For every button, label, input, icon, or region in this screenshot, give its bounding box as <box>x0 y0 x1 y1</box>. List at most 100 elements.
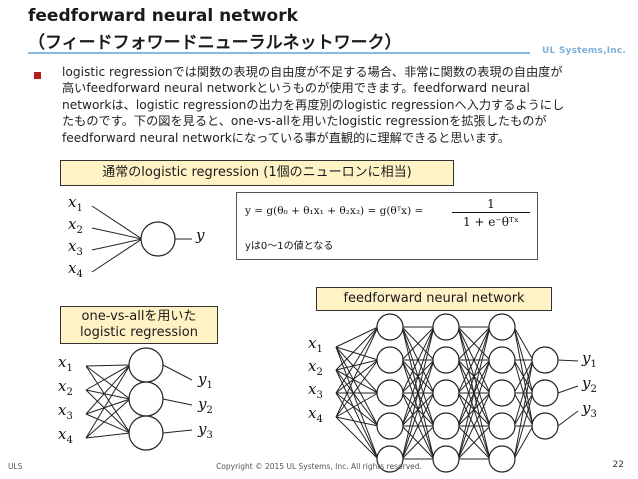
ff-input-line <box>335 369 379 427</box>
ova-input-line <box>85 432 131 439</box>
ff-hidden-neuron <box>432 346 460 374</box>
ff-hidden-neuron <box>488 445 516 473</box>
ff-hidden-neuron <box>376 412 404 440</box>
x1-label-ova: x1 <box>58 353 73 374</box>
ff-hidden-neuron <box>432 379 460 407</box>
x1-label-single: x1 <box>68 193 83 214</box>
single-input-line <box>91 205 143 240</box>
ff-hidden-neuron <box>432 412 460 440</box>
ova-input-line <box>85 364 131 439</box>
ff-input-line <box>335 369 379 394</box>
ff-output-line <box>557 385 579 394</box>
paragraph-line: networkは、logistic regressionの出力を再度別のlogi… <box>62 97 565 112</box>
ova-neuron <box>128 347 164 383</box>
paragraph-line: たものです。下の図を見ると、one-vs-allを用いたlogistic reg… <box>62 114 547 129</box>
slide-subtitle: （フィードフォワードニューラルネットワーク） <box>28 33 402 53</box>
ff-input-line <box>335 369 379 460</box>
ova-input-line <box>85 389 131 434</box>
ff-hidden-line <box>401 326 435 361</box>
ova-neuron <box>128 381 164 417</box>
ff-input-line <box>335 359 379 418</box>
ova-input-line <box>85 364 131 367</box>
ff-hidden-line <box>401 326 435 427</box>
ff-output-connection <box>513 359 534 427</box>
sigmoid-formula-box: y = g(θ₀ + θ₁x₁ + θ₂x₂) = g(θᵀx) = 1 1 +… <box>236 192 538 260</box>
ova-input-line <box>85 365 131 400</box>
ff-hidden-neuron <box>488 379 516 407</box>
ova-input-line <box>85 398 131 439</box>
paragraph-line: 高いfeedforward neural networkというものが使用できます… <box>62 81 530 96</box>
ff-input-line <box>335 359 379 371</box>
formula-numerator: 1 <box>452 197 530 213</box>
formula-left-side: y = g(θ₀ + θ₁x₁ + θ₂x₂) = g(θᵀx) = <box>245 205 424 217</box>
ff-hidden-neuron <box>488 412 516 440</box>
footer-copyright: Copyright © 2015 UL Systems, Inc. All ri… <box>216 462 422 471</box>
x2-label-ff: x2 <box>308 357 323 378</box>
y3-label-ff: y3 <box>582 399 597 420</box>
brand-logo: UL Systems,Inc. <box>542 46 626 56</box>
ff-input-line <box>335 392 379 427</box>
ova-input-line <box>85 364 131 391</box>
single-input-line <box>91 238 143 251</box>
ff-hidden-line <box>457 326 491 460</box>
paragraph-line: logistic regressionでは関数の表現の自由度が不足する場合、非常… <box>62 65 563 79</box>
formula-note: yは0〜1の値となる <box>245 241 334 252</box>
ff-input-line <box>335 359 379 394</box>
x1-label-ff: x1 <box>308 334 323 355</box>
formula-fraction: 1 1 + e⁻θᵀˣ <box>452 197 530 229</box>
ff-hidden-neuron <box>488 313 516 341</box>
ff-hidden-neuron <box>376 379 404 407</box>
ff-input-line <box>335 392 379 460</box>
ff-hidden-line <box>457 326 491 394</box>
ova-input-line <box>85 389 131 400</box>
ova-output-line <box>162 398 193 406</box>
ff-output-connection <box>513 326 534 361</box>
x4-label-ova: x4 <box>58 425 73 446</box>
ff-output-connection <box>513 359 534 460</box>
ff-hidden-line <box>457 326 491 427</box>
ff-input-line <box>335 326 379 348</box>
ff-output-connection <box>513 425 534 460</box>
ff-output-neuron <box>531 346 559 374</box>
bullet-square-icon <box>34 72 41 79</box>
header-divider <box>28 52 530 54</box>
ff-hidden-line <box>401 326 435 460</box>
ff-hidden-neuron <box>432 445 460 473</box>
ova-neuron <box>128 415 164 451</box>
x3-label-ova: x3 <box>58 401 73 422</box>
ff-input-line <box>335 346 379 460</box>
ff-hidden-neuron <box>376 313 404 341</box>
slide-title: feedforward neural network <box>28 6 298 26</box>
x4-label-ff: x4 <box>308 404 323 425</box>
ff-input-line <box>335 346 379 394</box>
ff-hidden-line <box>457 326 491 361</box>
single-input-line <box>91 227 143 240</box>
one-vs-all-label-line2: logistic regression <box>80 325 198 340</box>
ff-output-line <box>557 359 579 362</box>
ff-input-line <box>335 326 379 418</box>
x2-label-ova: x2 <box>58 377 73 398</box>
single-neuron <box>140 221 176 257</box>
feedforward-label: feedforward neural network <box>316 287 552 311</box>
ova-input-line <box>85 364 131 415</box>
y-label-single: y <box>196 226 205 244</box>
ff-input-line <box>335 346 379 361</box>
ff-output-neuron <box>531 379 559 407</box>
ff-hidden-line <box>401 326 435 394</box>
ova-output-line <box>162 364 193 381</box>
ova-output-line <box>162 429 193 434</box>
ff-hidden-line <box>401 392 435 460</box>
paragraph-line: feedforward neural networkになっている事が直観的に理解… <box>62 130 511 145</box>
one-vs-all-label: one-vs-allを用いた logistic regression <box>60 306 218 344</box>
y1-label-ova: y1 <box>198 370 213 391</box>
x3-label-single: x3 <box>68 237 83 258</box>
y1-label-ff: y1 <box>582 349 597 370</box>
ff-hidden-line <box>401 359 435 460</box>
ff-input-line <box>335 416 379 427</box>
ova-input-line <box>85 413 131 434</box>
ova-input-line <box>85 398 131 415</box>
ff-output-connection <box>513 392 534 460</box>
one-vs-all-label-line1: one-vs-allを用いた <box>81 309 197 324</box>
x2-label-single: x2 <box>68 215 83 236</box>
